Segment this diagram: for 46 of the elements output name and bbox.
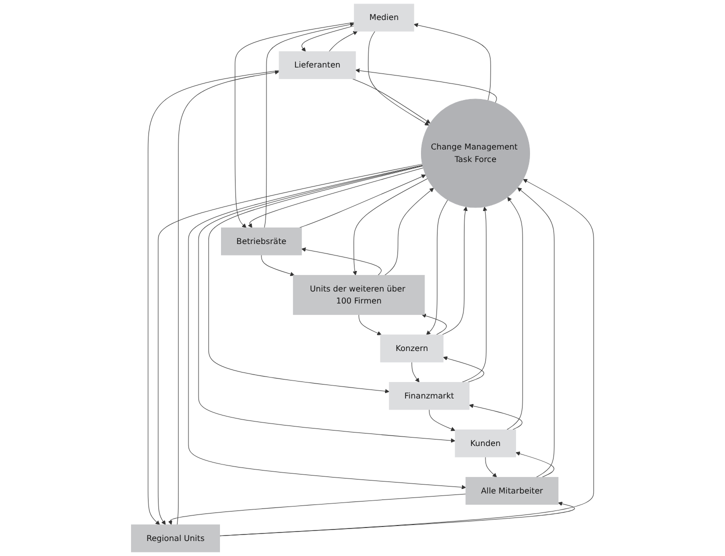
arrow <box>301 247 382 276</box>
arrow <box>414 23 491 101</box>
arrow <box>261 254 295 276</box>
arrow <box>442 206 468 336</box>
arrow <box>198 165 456 443</box>
arrow <box>328 31 358 52</box>
arrow <box>168 494 466 525</box>
node-circle: Change Management Task Force <box>420 98 530 208</box>
arrow <box>506 196 523 430</box>
arrow <box>358 314 382 336</box>
arrow <box>219 502 575 536</box>
arrow <box>443 356 484 383</box>
node-box: Units der weiteren über 100 Firmen <box>292 274 425 315</box>
arrow <box>301 26 354 52</box>
arrow <box>485 456 497 478</box>
arrow <box>176 70 280 525</box>
arrow <box>148 70 280 525</box>
arrow <box>355 68 497 103</box>
arrow <box>422 314 447 336</box>
node-box: Konzern <box>380 334 444 362</box>
arrow <box>412 362 420 382</box>
arrow <box>158 164 423 525</box>
arrow <box>264 22 354 228</box>
arrow <box>426 200 448 336</box>
arrow <box>208 166 423 394</box>
arrow <box>352 78 430 124</box>
node-box: Medien <box>354 4 414 32</box>
arrow <box>384 188 434 276</box>
node-box: Betriebsräte <box>221 228 302 256</box>
node-box: Alle Mitarbeiter <box>466 476 558 505</box>
arrow <box>248 168 424 228</box>
node-box: Regional Units <box>131 524 220 552</box>
arrow <box>188 164 466 490</box>
arrow <box>352 178 428 276</box>
arrow <box>517 187 554 478</box>
arrow <box>368 31 430 126</box>
arrow <box>428 409 456 432</box>
node-box: Kunden <box>454 430 516 458</box>
arrow <box>234 22 354 228</box>
node-box: Lieferanten <box>278 51 356 80</box>
arrow <box>219 179 594 536</box>
arrow <box>516 452 554 478</box>
node-box: Finanzmarkt <box>388 382 470 410</box>
arrow <box>462 206 488 383</box>
arrow <box>299 174 426 228</box>
arrow <box>469 404 522 430</box>
